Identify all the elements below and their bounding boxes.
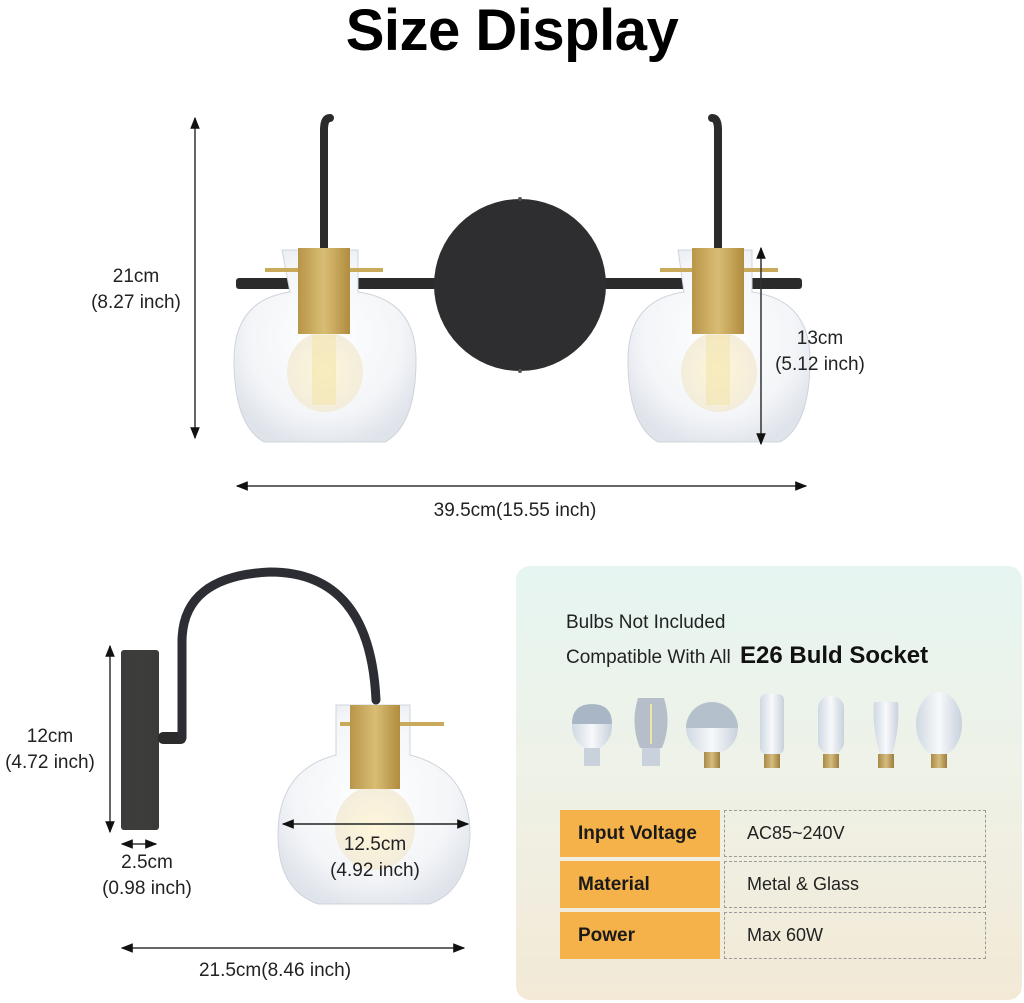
- shade-width-label: 12.5cm (4.92 inch): [310, 832, 440, 884]
- side-height-label: 12cm (4.72 inch): [0, 724, 100, 776]
- spec-panel: Bulbs Not Included Compatible With All E…: [516, 566, 1022, 1000]
- shade-height-cm: 13cm: [796, 328, 844, 349]
- socket-type: E26 Buld Socket: [740, 642, 929, 669]
- front-view-illustration: [190, 114, 811, 491]
- side-extension-label: 21.5cm(8.46 inch): [198, 960, 352, 981]
- spec-table: Input Voltage AC85~240V Material Metal &…: [560, 810, 986, 963]
- side-height-inch: (4.72 inch): [5, 752, 95, 773]
- t14-tubular-bulb-icon: [818, 696, 844, 768]
- compatibility-prefix: Compatible With All: [566, 647, 731, 668]
- front-height-cm: 21cm: [112, 266, 160, 287]
- bulbs-not-included-text: Bulbs Not Included: [566, 612, 726, 633]
- spec-row-power: Power Max 60W: [560, 912, 986, 959]
- front-height-inch: (8.27 inch): [91, 292, 181, 313]
- st58-edison-bulb-icon: [873, 702, 899, 768]
- page-title: Size Display: [345, 0, 679, 63]
- spec-row-material: Material Metal & Glass: [560, 861, 986, 908]
- compatible-bulbs-row: [572, 692, 962, 768]
- shade-height-inch: (5.12 inch): [775, 354, 865, 375]
- spec-key: Material: [560, 861, 720, 908]
- ed-oval-bulb-icon: [916, 692, 962, 768]
- front-width-label: 39.5cm(15.55 inch): [433, 500, 597, 521]
- shade-height-label: 13cm (5.12 inch): [766, 326, 874, 378]
- spec-key: Power: [560, 912, 720, 959]
- base-depth-cm: 2.5cm: [121, 852, 173, 873]
- base-depth-label: 2.5cm (0.98 inch): [92, 850, 202, 902]
- base-depth-inch: (0.98 inch): [102, 878, 192, 899]
- spec-value: AC85~240V: [724, 810, 986, 857]
- spec-key: Input Voltage: [560, 810, 720, 857]
- a19-mirror-top-bulb-icon: [572, 704, 612, 766]
- g25-globe-bulb-icon: [686, 702, 738, 768]
- shade-width-cm: 12.5cm: [343, 834, 407, 855]
- side-height-cm: 12cm: [26, 726, 74, 747]
- spec-value: Metal & Glass: [724, 861, 986, 908]
- spec-value: Max 60W: [724, 912, 986, 959]
- spec-row-input-voltage: Input Voltage AC85~240V: [560, 810, 986, 857]
- shade-width-inch: (4.92 inch): [330, 860, 420, 881]
- front-height-label: 21cm (8.27 inch): [84, 264, 188, 316]
- st64-edison-bulb-icon: [634, 698, 668, 766]
- side-view-illustration: [105, 567, 471, 953]
- compatibility-text: Compatible With All E26 Buld Socket: [566, 642, 928, 670]
- t10-tube-bulb-icon: [760, 694, 784, 768]
